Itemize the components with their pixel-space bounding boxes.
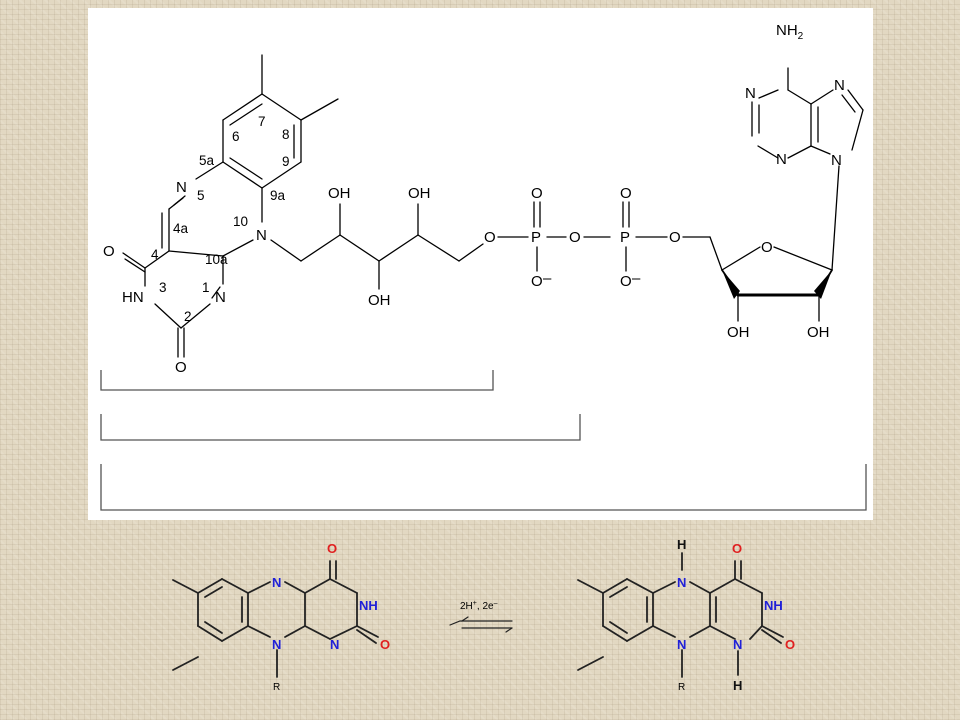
bracket-fmn bbox=[100, 414, 581, 441]
fad-structure-diagram: O HN O N N N OH OH OH O P O O – O P O O … bbox=[100, 22, 867, 511]
flavin-redox-reaction: N N N NH O O R 2H+, 2e– bbox=[150, 525, 890, 720]
equilibrium-arrow: 2H+, 2e– bbox=[449, 600, 513, 633]
atom-oh-b: OH bbox=[408, 185, 431, 202]
atom-n-adenine-3: N bbox=[776, 151, 787, 168]
atom-oh-2prime: OH bbox=[727, 324, 750, 341]
atom-n-adenine-9: N bbox=[831, 152, 842, 169]
ring-number-9: 9 bbox=[282, 154, 290, 169]
ring-number-9a: 9a bbox=[270, 188, 286, 203]
ox-atom-n-bottom: N bbox=[330, 637, 339, 652]
ring-number-4: 4 bbox=[151, 247, 159, 262]
atom-p1: P bbox=[531, 229, 541, 246]
ring-number-2: 2 bbox=[184, 309, 192, 324]
flavin-redox-diagram: N N N NH O O R 2H+, 2e– bbox=[172, 537, 795, 693]
atom-o-link1: O bbox=[484, 229, 496, 246]
atom-o-bridge: O bbox=[569, 229, 581, 246]
atom-n5: N bbox=[176, 179, 187, 196]
atom-oh-a: OH bbox=[328, 185, 351, 202]
red-atom-h-bottom: H bbox=[733, 678, 742, 693]
charge-o-p2: – bbox=[632, 270, 641, 287]
red-atom-o-top: O bbox=[732, 541, 742, 556]
ring-number-1: 1 bbox=[202, 280, 210, 295]
atom-oh-c: OH bbox=[368, 292, 391, 309]
atom-nh2: NH2 bbox=[776, 22, 804, 42]
atom-hn3: HN bbox=[122, 289, 144, 306]
ring-number-10: 10 bbox=[233, 214, 248, 229]
reduced-flavin-bonds bbox=[577, 552, 784, 678]
atom-o-p2-top: O bbox=[620, 185, 632, 202]
atom-n-adenine-1: N bbox=[745, 85, 756, 102]
red-atom-n10: N bbox=[677, 637, 686, 652]
red-atom-o-right: O bbox=[785, 637, 795, 652]
atom-o-p1-bottom: O bbox=[531, 273, 543, 290]
atom-o-p2-bottom: O bbox=[620, 273, 632, 290]
atom-n-adenine-7: N bbox=[834, 77, 845, 94]
fad-structure-panel: O HN O N N N OH OH OH O P O O – O P O O … bbox=[88, 8, 873, 520]
atom-p2: P bbox=[620, 229, 630, 246]
ring-number-10a: 10a bbox=[205, 252, 228, 267]
component-brackets bbox=[100, 370, 867, 511]
red-atom-r: R bbox=[678, 682, 685, 693]
ring-number-3: 3 bbox=[159, 280, 167, 295]
oxidized-flavin-bonds bbox=[172, 560, 379, 678]
oxidized-flavin: N N N NH O O R bbox=[172, 541, 390, 693]
atom-n10: N bbox=[256, 227, 267, 244]
fad-bonds bbox=[122, 54, 864, 358]
reagent-label: 2H+, 2e– bbox=[460, 600, 498, 612]
ring-number-8: 8 bbox=[282, 127, 290, 142]
ring-number-5a: 5a bbox=[199, 153, 215, 168]
ring-number-5: 5 bbox=[197, 188, 205, 203]
atom-oh-3prime: OH bbox=[807, 324, 830, 341]
ox-atom-o-top: O bbox=[327, 541, 337, 556]
fad-atom-labels: O HN O N N N OH OH OH O P O O – O P O O … bbox=[103, 22, 845, 376]
bracket-riboflavin bbox=[100, 370, 494, 391]
ring-number-7: 7 bbox=[258, 114, 266, 129]
reduced-flavin: N H N N H NH O O R bbox=[577, 537, 795, 693]
atom-n1: N bbox=[215, 289, 226, 306]
red-atom-nh: NH bbox=[764, 598, 783, 613]
ox-atom-n-top: N bbox=[272, 575, 281, 590]
ring-number-6: 6 bbox=[232, 129, 240, 144]
ring-number-4a: 4a bbox=[173, 221, 189, 236]
atom-o4: O bbox=[103, 243, 115, 260]
charge-o-p1: – bbox=[543, 270, 552, 287]
atom-o2: O bbox=[175, 359, 187, 376]
red-atom-n-bottom: N bbox=[733, 637, 742, 652]
atom-o-link2: O bbox=[669, 229, 681, 246]
ox-atom-o-right: O bbox=[380, 637, 390, 652]
red-atom-n-top: N bbox=[677, 575, 686, 590]
bracket-fad bbox=[100, 464, 867, 511]
red-atom-h-top: H bbox=[677, 537, 686, 552]
atom-o-p1-top: O bbox=[531, 185, 543, 202]
ox-atom-nh: NH bbox=[359, 598, 378, 613]
ox-atom-n10: N bbox=[272, 637, 281, 652]
atom-o-ring: O bbox=[761, 239, 773, 256]
ox-atom-r: R bbox=[273, 682, 280, 693]
fad-ring-numbers: 1 2 3 4 4a 5 5a 6 7 8 9 9a 10 10a bbox=[151, 114, 290, 324]
